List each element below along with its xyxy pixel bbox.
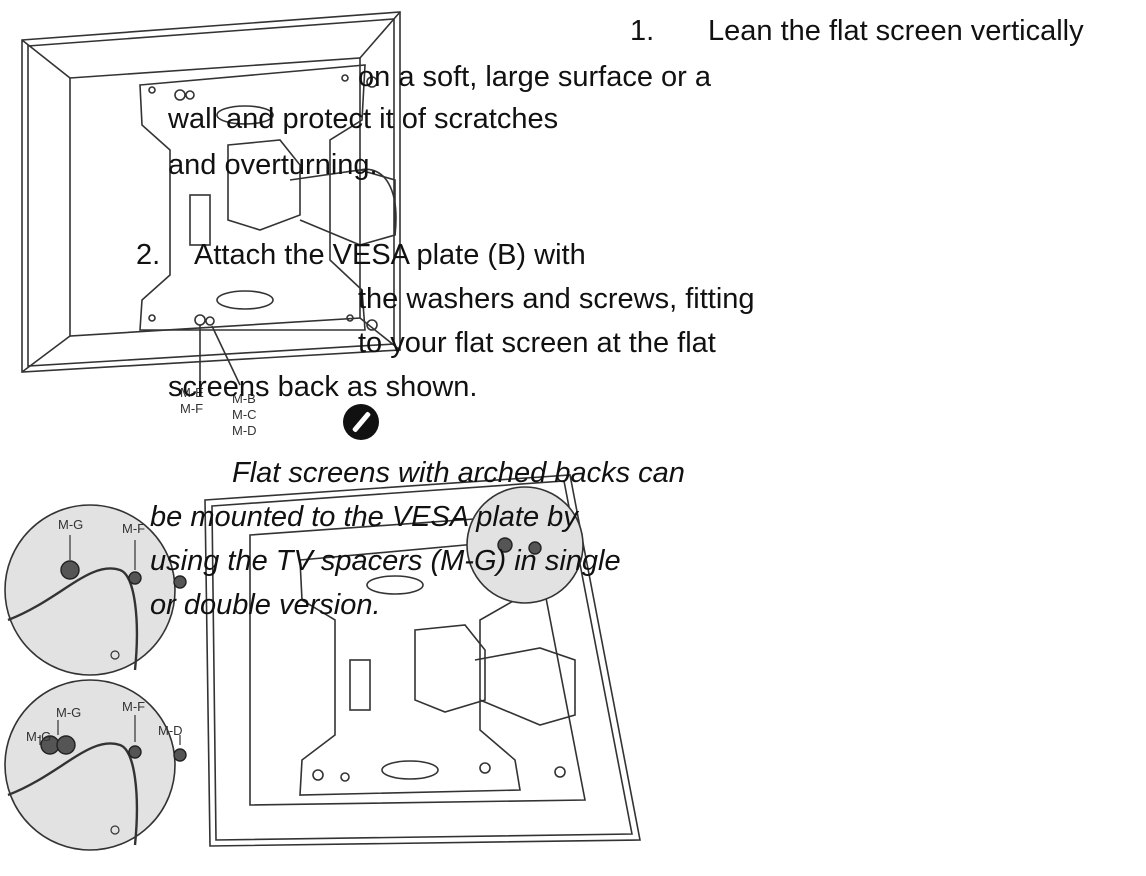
step2-line1: Attach the VESA plate (B) with bbox=[194, 239, 586, 271]
note-line4: or double version. bbox=[150, 589, 381, 621]
step2-line3: to your flat screen at the flat bbox=[358, 327, 716, 359]
detail-label-m-f: M-F bbox=[122, 521, 146, 536]
part-label-m-f: M-F bbox=[180, 401, 204, 416]
part-label-m-d: M-D bbox=[232, 423, 257, 438]
part-label-m-b: M-B bbox=[232, 391, 256, 406]
detail-label-m-g-inner: M-G bbox=[26, 729, 52, 744]
part-label-m-e: M-E bbox=[180, 385, 204, 400]
step1-line3: wall and protect it of scratches bbox=[168, 103, 559, 135]
step2-line4: screens back as shown. bbox=[168, 371, 478, 403]
detail-label-m-g: M-G bbox=[58, 517, 84, 532]
detail-label-m-f-double: M-F bbox=[122, 699, 146, 714]
detail-label-m-g-outer: M-G bbox=[56, 705, 82, 720]
step2-number: 2. bbox=[136, 239, 161, 271]
step1-number: 1. bbox=[630, 15, 655, 47]
note-line3: using the TV spacers (M-G) in single bbox=[150, 545, 621, 577]
note-pencil-icon bbox=[343, 404, 379, 440]
step1-line4: and overturning. bbox=[168, 149, 378, 181]
detail-label-m-d-double: M-D bbox=[158, 723, 183, 738]
part-label-m-c: M-C bbox=[232, 407, 257, 422]
note-line1: Flat screens with arched backs can bbox=[232, 457, 685, 489]
step1-line2: on a soft, large surface or a bbox=[358, 61, 712, 93]
step2-line2: the washers and screws, fitting bbox=[358, 283, 755, 315]
step1-line1: Lean the flat screen vertically bbox=[708, 15, 1084, 47]
note-line2: be mounted to the VESA plate by bbox=[150, 501, 578, 533]
